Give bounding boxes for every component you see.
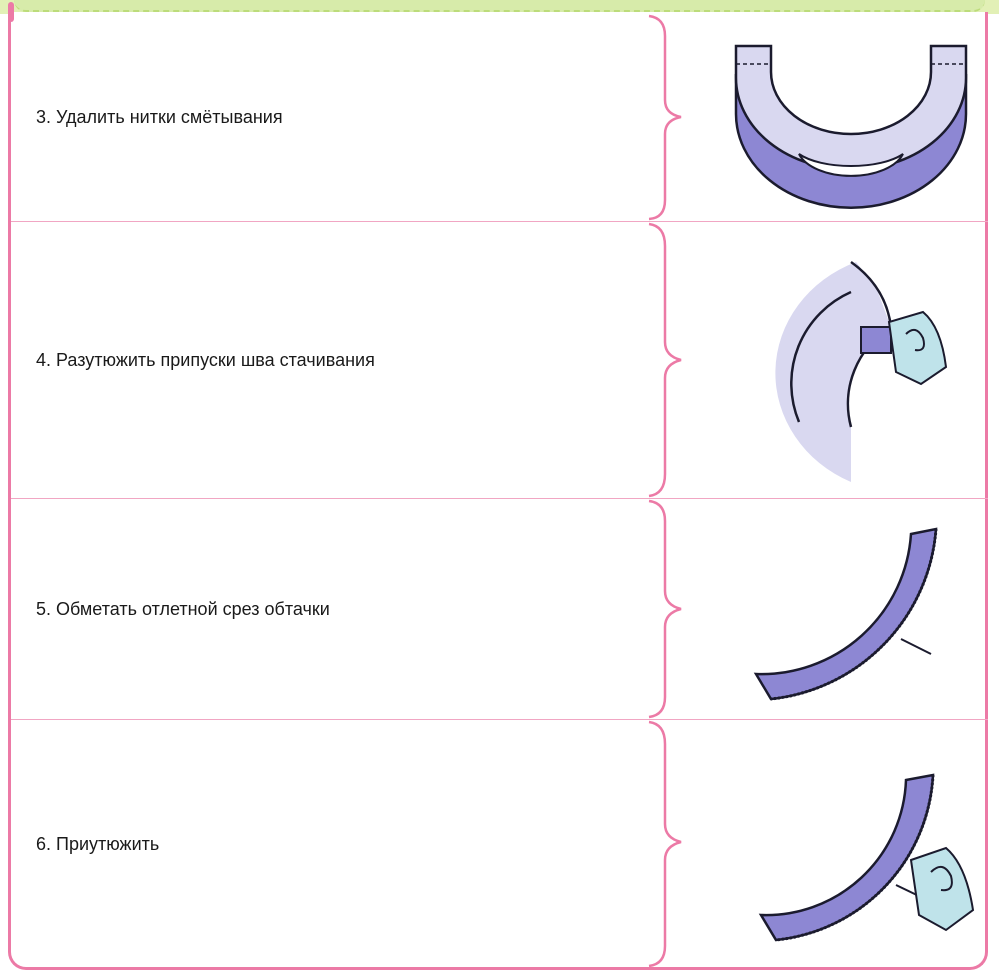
step-illustration	[701, 499, 988, 719]
step-illustration	[701, 14, 988, 221]
iron-press-facing-icon	[701, 720, 988, 968]
step-row: 3. Удалить нитки смётывания	[11, 14, 988, 222]
step-illustration	[701, 720, 988, 968]
collar-facing-basted-icon	[701, 14, 988, 221]
bracket-icon	[647, 222, 691, 498]
step-text: 4. Разутюжить припуски шва стачивания	[11, 222, 651, 498]
step-illustration	[701, 222, 988, 498]
bracket-icon	[647, 14, 691, 221]
top-band-dashed	[14, 0, 985, 12]
bracket-icon	[647, 720, 691, 968]
step-row: 6. Приутюжить	[11, 720, 988, 968]
step-text: 6. Приутюжить	[11, 720, 651, 968]
step-text: 5. Обметать отлетной срез обтачки	[11, 499, 651, 719]
step-text: 3. Удалить нитки смётывания	[11, 14, 651, 221]
iron-press-seam-icon	[701, 222, 988, 498]
bracket-icon	[647, 499, 691, 719]
overlocked-facing-edge-icon	[701, 499, 988, 719]
step-row: 5. Обметать отлетной срез обтачки	[11, 499, 988, 720]
step-row: 4. Разутюжить припуски шва стачивания	[11, 222, 988, 499]
